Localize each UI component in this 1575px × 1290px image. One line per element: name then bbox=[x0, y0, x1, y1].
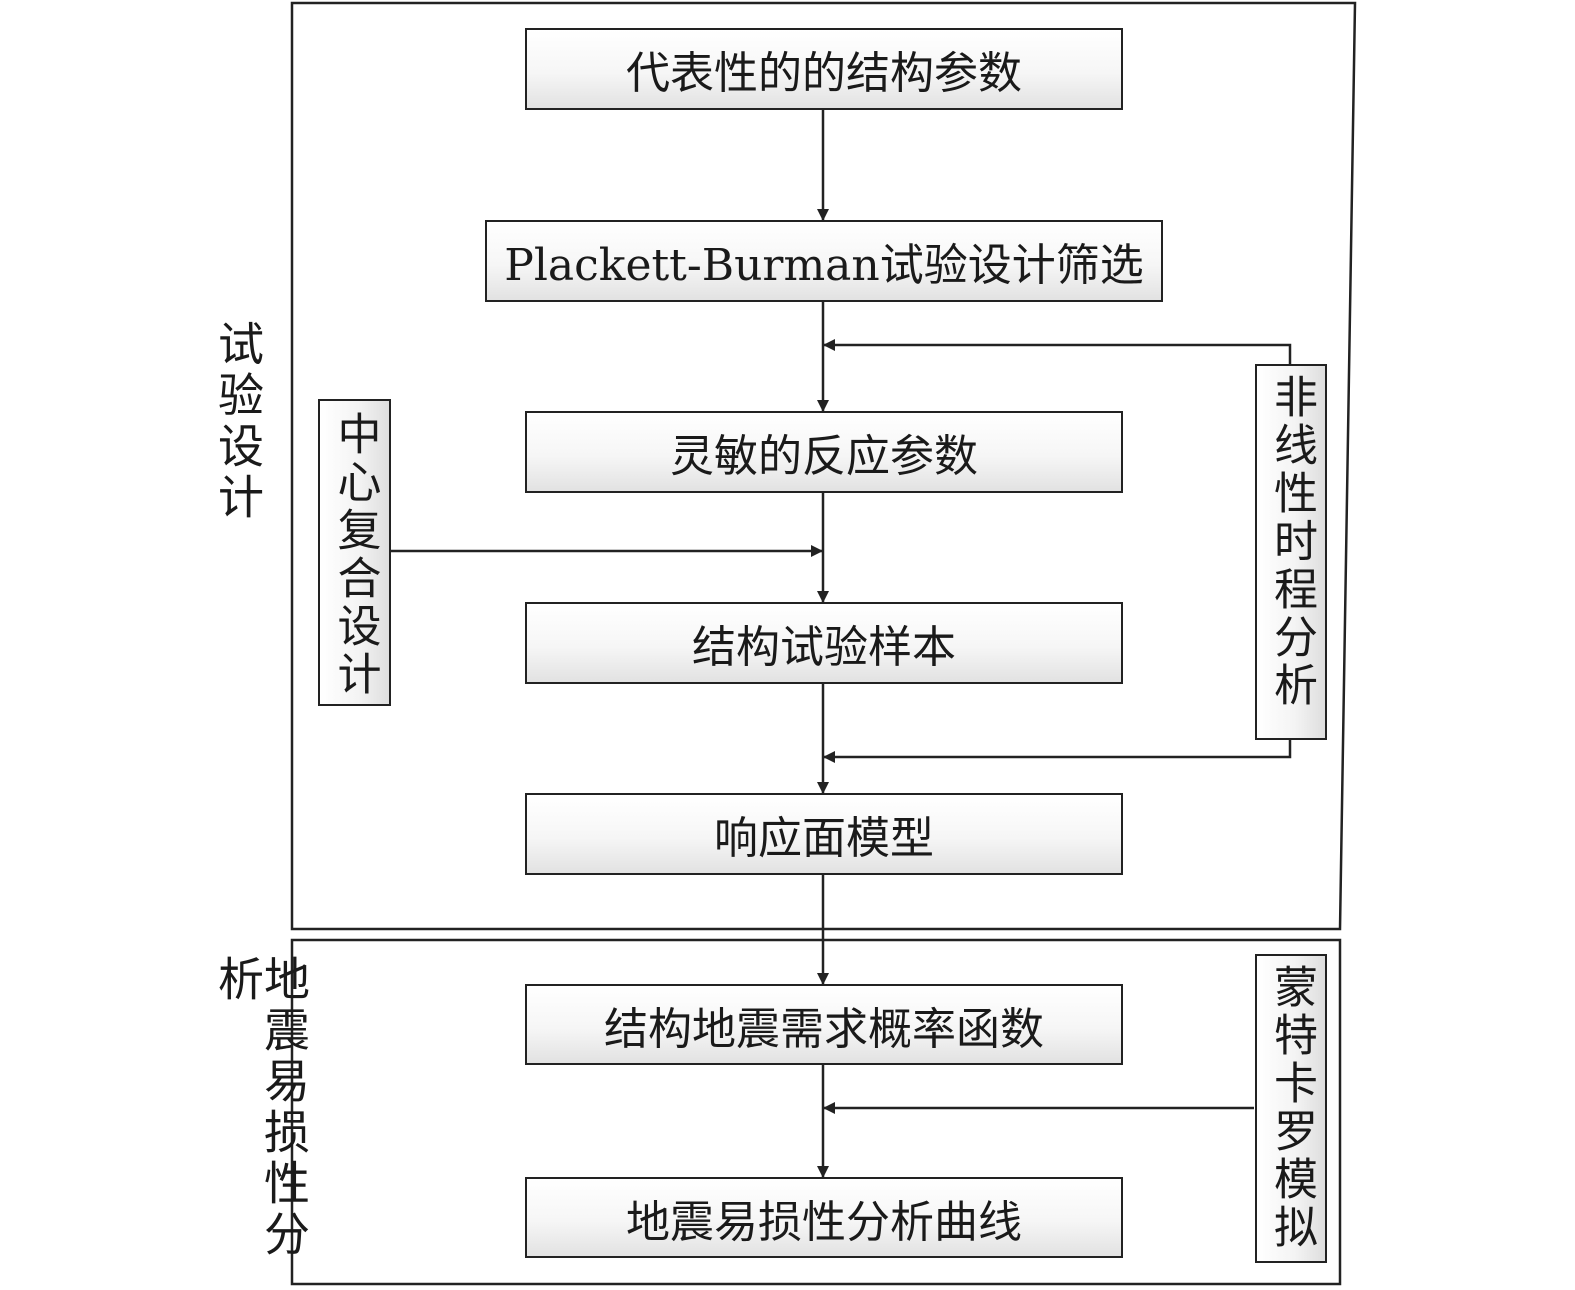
arrow-nonlinear-input-top bbox=[823, 339, 1292, 364]
method-nonlinear-time-history: 非线性时程分析 bbox=[1255, 364, 1327, 740]
method-monte-carlo-label: 蒙特卡罗模拟 bbox=[1266, 964, 1317, 1252]
step-fragility-curve: 地震易损性分析曲线 bbox=[525, 1177, 1123, 1258]
group-label-experiment-design: 试验设计 bbox=[211, 320, 265, 524]
step-response-surface: 响应面模型 bbox=[525, 793, 1123, 875]
experiment-design-frame bbox=[290, 1, 1357, 931]
arrow-nonlinear-input-bottom bbox=[823, 738, 1292, 763]
step-sensitive-params: 灵敏的反应参数 bbox=[525, 411, 1123, 493]
step-pb-screening: Plackett-Burman试验设计筛选 bbox=[485, 220, 1163, 302]
method-monte-carlo: 蒙特卡罗模拟 bbox=[1255, 954, 1327, 1263]
step-demand-function: 结构地震需求概率函数 bbox=[525, 984, 1123, 1065]
method-central-composite: 中心复合设计 bbox=[318, 399, 391, 706]
method-central-composite-label: 中心复合设计 bbox=[329, 411, 381, 699]
step-structural-samples: 结构试验样本 bbox=[525, 602, 1123, 684]
step-structural-params: 代表性的的结构参数 bbox=[525, 28, 1123, 110]
fragility-analysis-frame bbox=[290, 938, 1342, 1286]
group-label-fragility-analysis: 地震易损性分析 bbox=[211, 955, 311, 1261]
method-nonlinear-time-history-label: 非线性时程分析 bbox=[1266, 374, 1317, 710]
